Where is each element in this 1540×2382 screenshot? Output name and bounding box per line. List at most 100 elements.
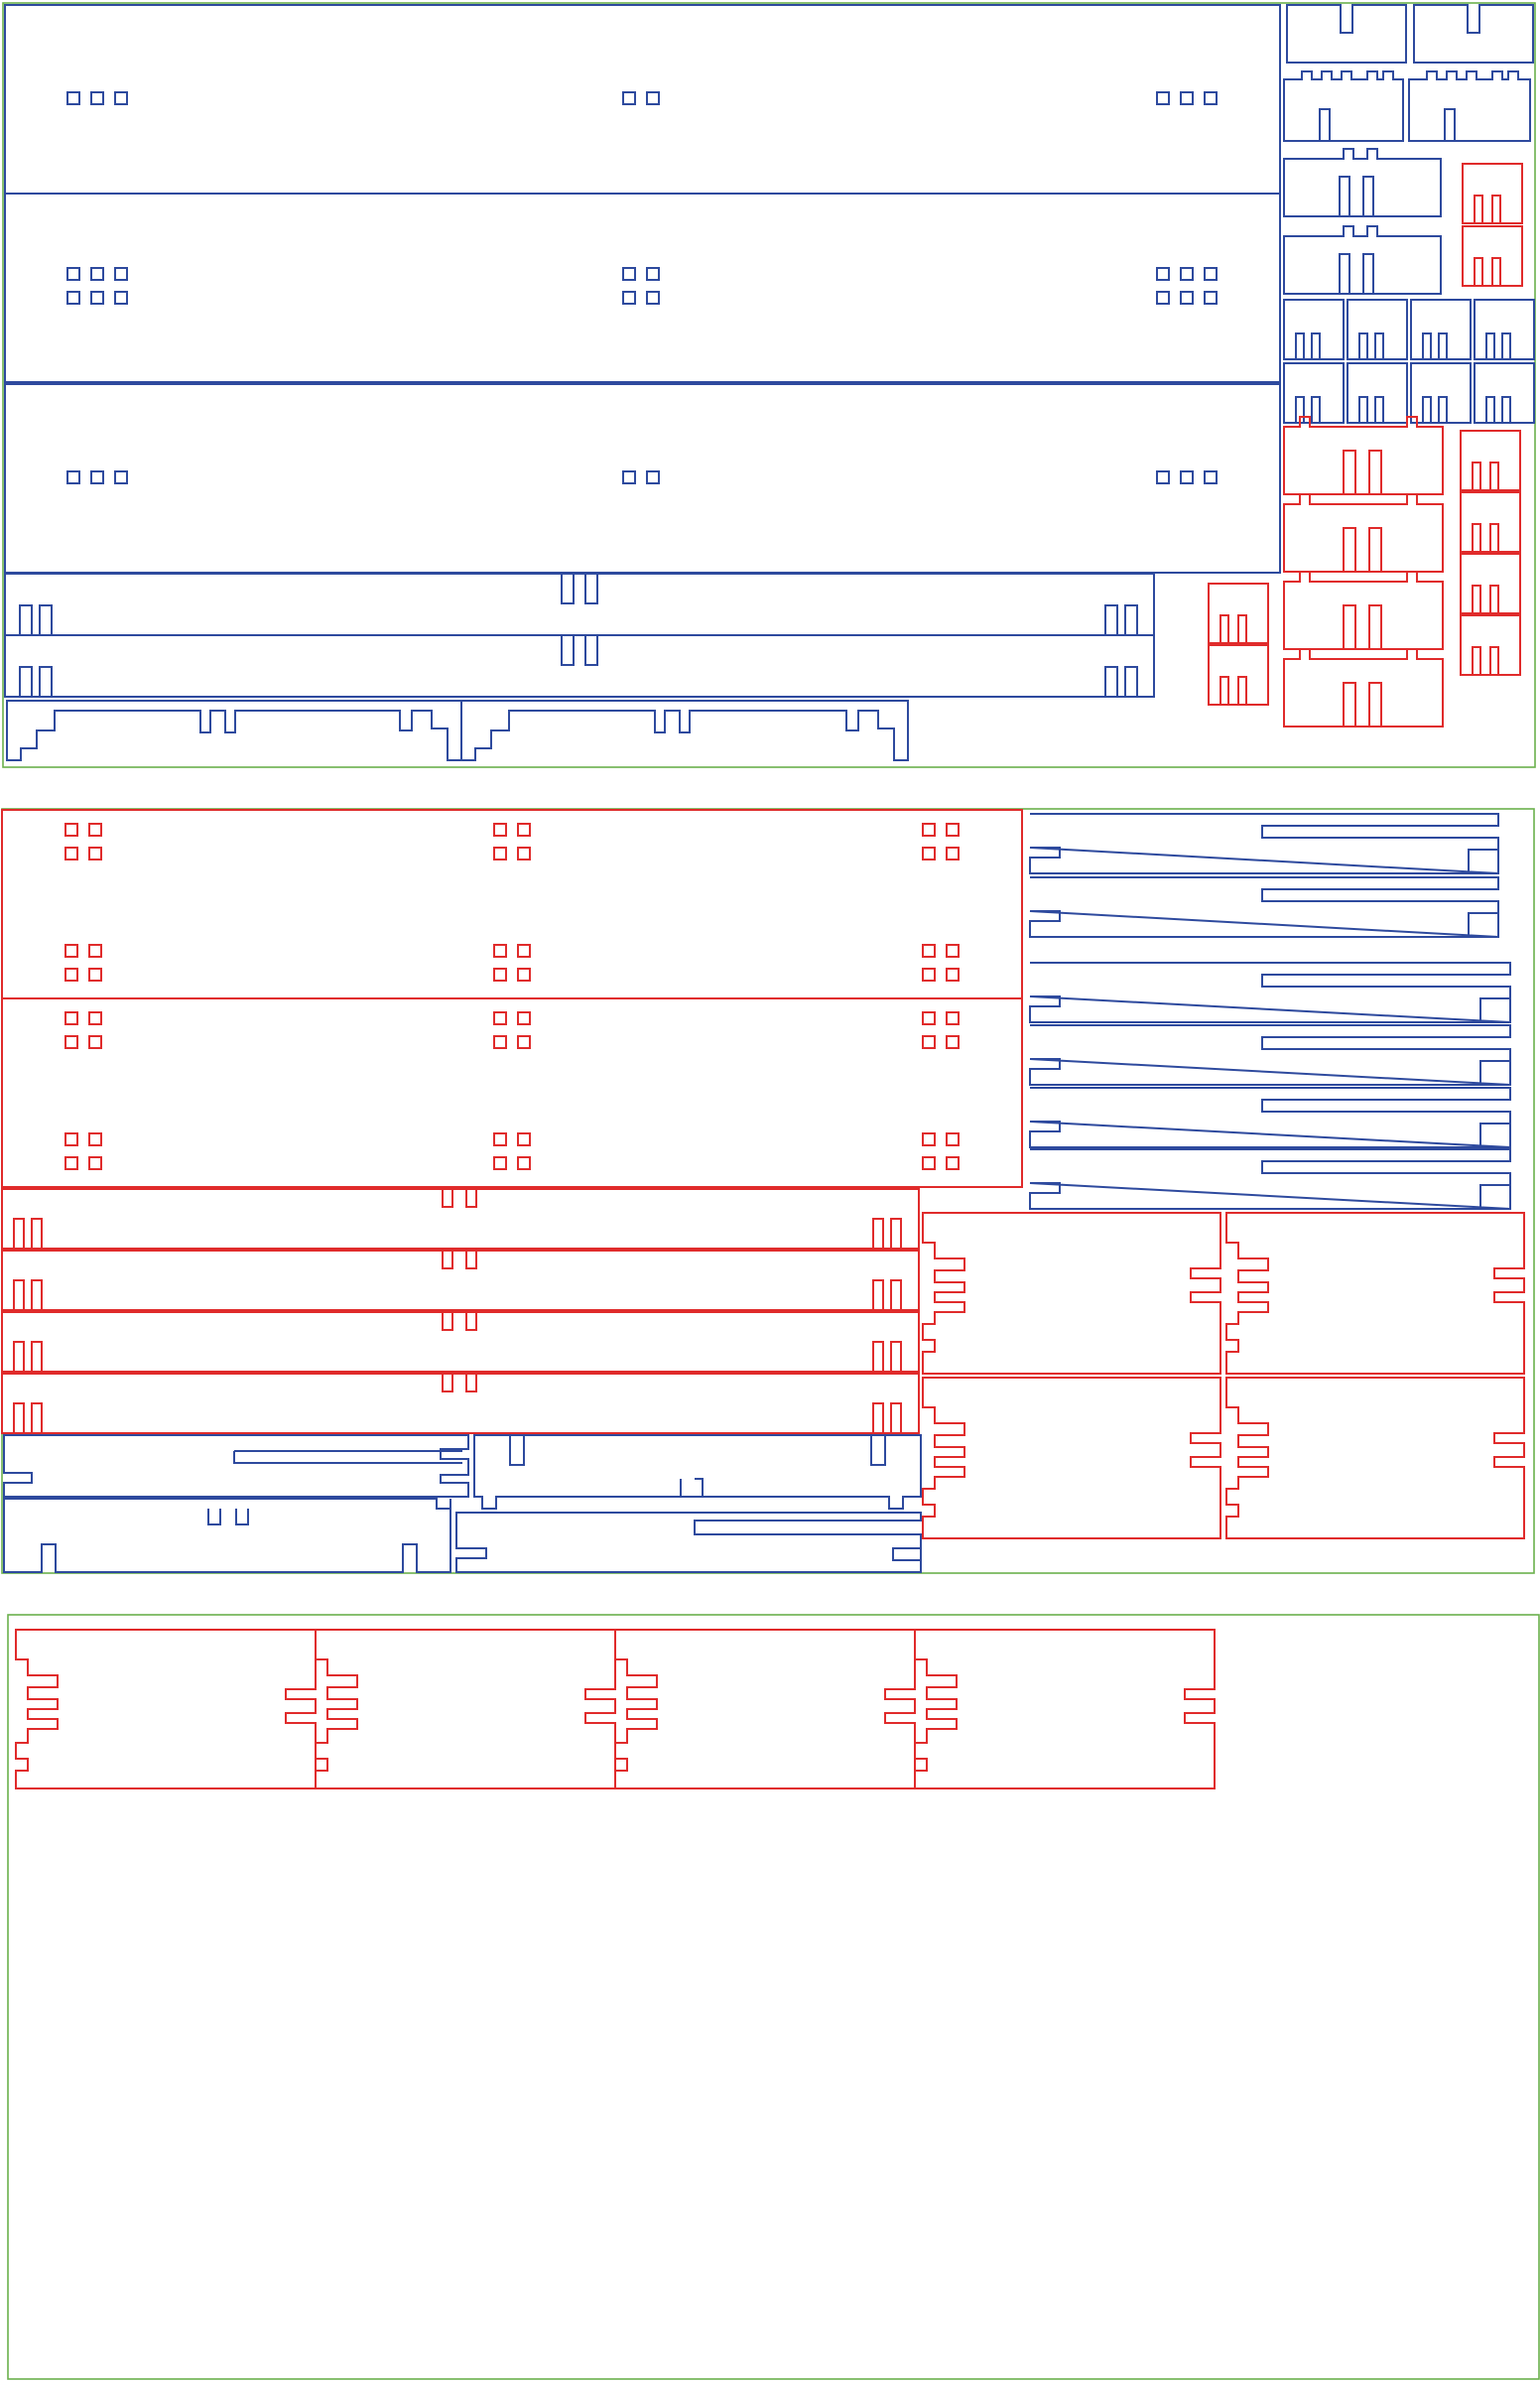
finger-notch bbox=[465, 1374, 477, 1392]
finger-notch bbox=[1311, 396, 1321, 423]
slot-hole bbox=[646, 470, 660, 484]
finger-notch bbox=[13, 1279, 25, 1310]
finger-notch bbox=[1368, 527, 1382, 572]
red-rail-panel bbox=[1, 1311, 920, 1373]
long-shelf-panel bbox=[4, 4, 1281, 195]
finger-notch bbox=[31, 1341, 43, 1372]
slot-hole bbox=[64, 968, 78, 982]
finger-notch bbox=[442, 1312, 453, 1331]
finger-notch bbox=[1485, 332, 1495, 359]
finger-notch bbox=[1362, 253, 1374, 294]
finger-notch bbox=[1311, 332, 1321, 359]
finger-notch bbox=[1237, 676, 1247, 705]
slot-hole bbox=[622, 267, 636, 281]
finger-notch bbox=[465, 1189, 477, 1208]
finger-notch bbox=[13, 1218, 25, 1249]
finger-notch bbox=[1485, 396, 1495, 423]
slot-hole bbox=[66, 91, 80, 105]
finger-notch bbox=[872, 1341, 884, 1372]
slot-hole bbox=[493, 1035, 507, 1049]
finger-notch bbox=[1104, 666, 1118, 697]
finger-notch bbox=[872, 1279, 884, 1310]
slot-hole bbox=[622, 91, 636, 105]
finger-notch bbox=[13, 1402, 25, 1433]
slot-hole bbox=[88, 944, 102, 958]
finger-notch bbox=[465, 1312, 477, 1331]
long-rail-panel bbox=[4, 573, 1155, 636]
slot-hole bbox=[922, 1132, 936, 1146]
finger-notch bbox=[1501, 332, 1511, 359]
finger-notch bbox=[1319, 108, 1331, 141]
finger-notch bbox=[13, 1341, 25, 1372]
finger-notch bbox=[890, 1341, 902, 1372]
slot-hole bbox=[1180, 91, 1194, 105]
slot-hole bbox=[922, 1035, 936, 1049]
slot-hole bbox=[922, 1156, 936, 1170]
finger-notch bbox=[1368, 682, 1382, 727]
slot-hole bbox=[646, 267, 660, 281]
slot-hole bbox=[922, 847, 936, 860]
red-joint-plate bbox=[614, 1629, 916, 1789]
finger-notch bbox=[1295, 396, 1305, 423]
slot-hole bbox=[493, 823, 507, 837]
finger-notch bbox=[872, 1218, 884, 1249]
tabbed-panel bbox=[1283, 493, 1444, 573]
finger-notch bbox=[1343, 604, 1356, 649]
red-joint-plate bbox=[1225, 1212, 1525, 1375]
slot-hole bbox=[88, 847, 102, 860]
red-joint-plate bbox=[914, 1629, 1216, 1789]
finger-notch bbox=[561, 635, 575, 666]
finger-notch bbox=[584, 635, 598, 666]
cut-sheet-2 bbox=[1, 808, 1535, 1574]
finger-notch bbox=[1489, 523, 1499, 552]
slot-hole bbox=[88, 968, 102, 982]
slot-hole bbox=[946, 1132, 960, 1146]
finger-notch bbox=[584, 574, 598, 604]
slot-hole bbox=[88, 1156, 102, 1170]
finger-notch bbox=[39, 666, 53, 697]
red-joint-plate bbox=[1225, 1377, 1525, 1539]
slot-hole bbox=[622, 291, 636, 305]
slot-hole bbox=[64, 1035, 78, 1049]
red-rail-panel bbox=[1, 1373, 920, 1434]
finger-notch bbox=[890, 1402, 902, 1433]
finger-notch bbox=[890, 1218, 902, 1249]
small-bracket bbox=[1283, 362, 1345, 424]
slot-hole bbox=[922, 1011, 936, 1025]
finger-notch bbox=[31, 1402, 43, 1433]
finger-notch bbox=[1501, 396, 1511, 423]
slot-hole bbox=[517, 823, 531, 837]
small-bracket bbox=[1474, 299, 1535, 360]
finger-notch bbox=[442, 1251, 453, 1269]
tabbed-panel bbox=[1283, 70, 1404, 142]
slot-hole bbox=[922, 944, 936, 958]
slot-hole bbox=[493, 1156, 507, 1170]
finger-notch bbox=[1358, 332, 1368, 359]
finger-notch bbox=[872, 1402, 884, 1433]
finger-notch bbox=[1237, 614, 1247, 643]
finger-notch bbox=[1339, 253, 1350, 294]
blue-bar bbox=[3, 1498, 451, 1573]
slot-hole bbox=[517, 847, 531, 860]
long-rail-panel bbox=[4, 634, 1155, 698]
blue-bar bbox=[455, 1512, 922, 1573]
blue-long-bar bbox=[1029, 876, 1499, 938]
slot-hole bbox=[114, 291, 128, 305]
slot-hole bbox=[646, 91, 660, 105]
finger-notch bbox=[465, 1251, 477, 1269]
finger-notch bbox=[1339, 176, 1350, 216]
slot-hole bbox=[88, 823, 102, 837]
finger-notch bbox=[1374, 332, 1384, 359]
finger-notch bbox=[1219, 676, 1229, 705]
red-joint-plate bbox=[315, 1629, 616, 1789]
finger-notch bbox=[1422, 332, 1432, 359]
finger-notch bbox=[1472, 462, 1481, 490]
finger-notch bbox=[1368, 604, 1382, 649]
slot-hole bbox=[64, 1132, 78, 1146]
slot-hole bbox=[64, 944, 78, 958]
slot-hole bbox=[493, 1132, 507, 1146]
finger-notch bbox=[1472, 585, 1481, 613]
long-shelf-panel bbox=[4, 193, 1281, 383]
finger-notch bbox=[1422, 396, 1432, 423]
